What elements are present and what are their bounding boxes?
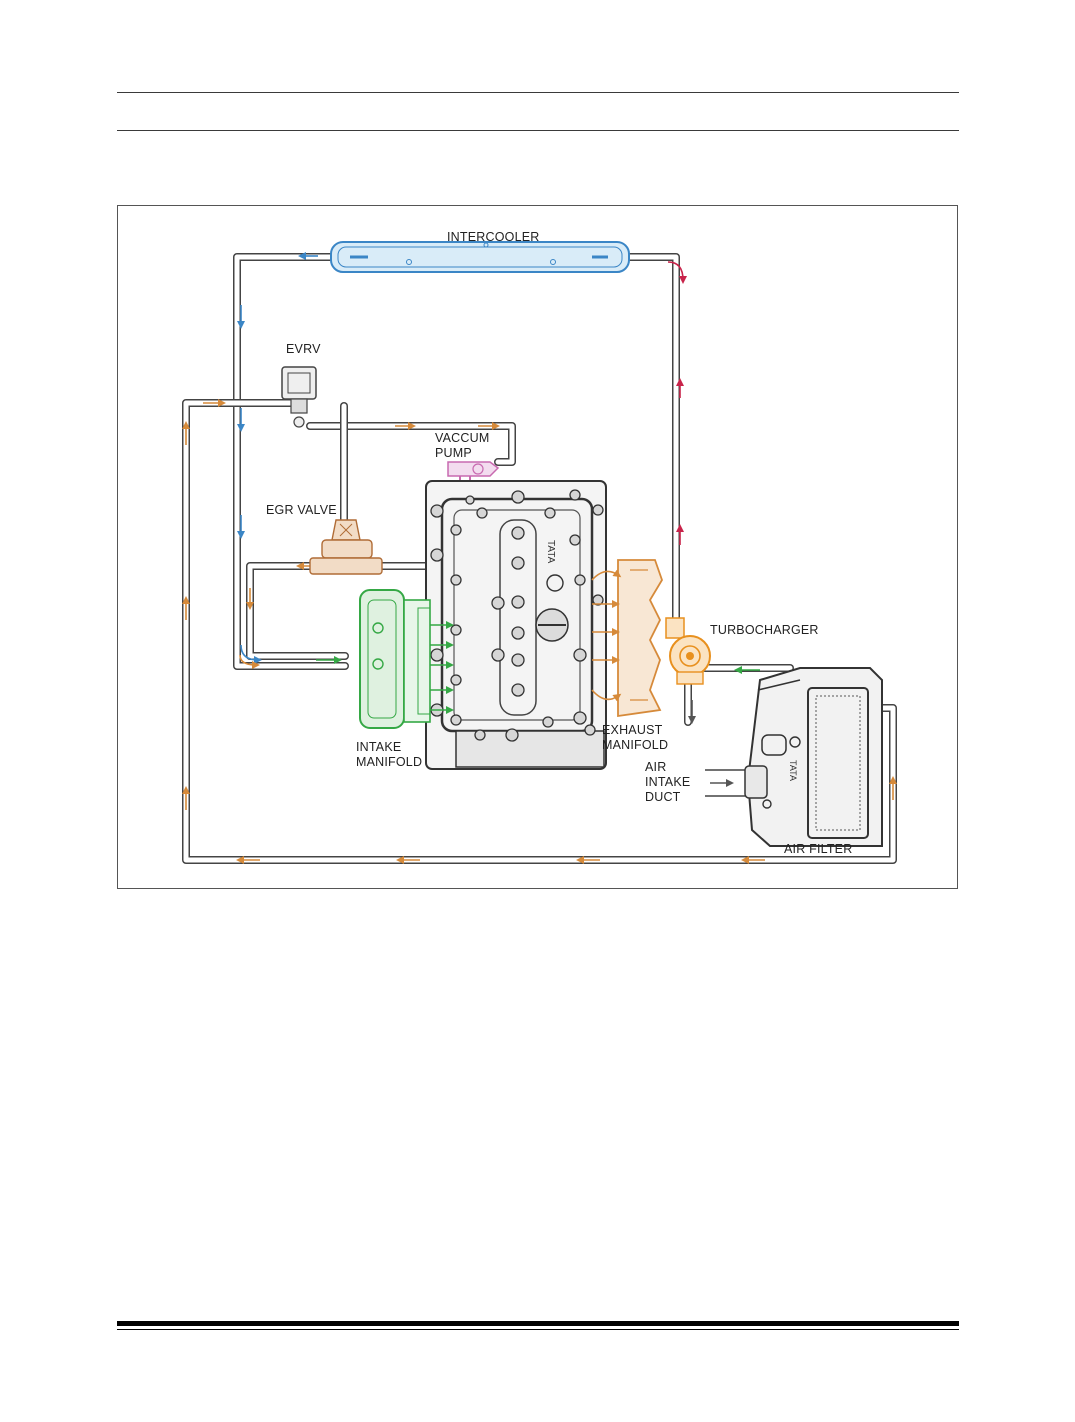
svg-text:TATA: TATA	[545, 540, 556, 564]
diagram-labels: INTERCOOLER EVRV VACCUM PUMP EGR VALVE T…	[266, 230, 852, 856]
footer-rule	[117, 1321, 959, 1326]
label-intake-manifold-2: MANIFOLD	[356, 755, 422, 769]
label-intercooler: INTERCOOLER	[447, 230, 540, 244]
intercooler-icon	[330, 241, 630, 273]
label-air-intake-duct-3: DUCT	[645, 790, 681, 804]
evrv-icon	[281, 366, 317, 428]
vacuum-pump-icon	[447, 461, 500, 484]
label-vaccum-pump-1: VACCUM	[435, 431, 489, 445]
label-evrv: EVRV	[286, 342, 321, 356]
label-air-filter: AIR FILTER	[784, 842, 852, 856]
label-vaccum-pump-2: PUMP	[435, 446, 472, 460]
header-rule	[117, 92, 959, 93]
label-air-intake-duct-1: AIR	[645, 760, 666, 774]
label-exhaust-manifold-1: EXHAUST	[602, 723, 663, 737]
label-egr-valve: EGR VALVE	[266, 503, 337, 517]
egr-valve-icon	[309, 519, 383, 575]
air-filter-icon: TATA	[744, 667, 883, 847]
footer-rule-thin	[117, 1329, 959, 1330]
label-exhaust-manifold-2: MANIFOLD	[602, 738, 668, 752]
figure-frame	[117, 205, 958, 889]
label-intake-manifold-1: INTAKE	[356, 740, 401, 754]
label-air-intake-duct-2: INTAKE	[645, 775, 690, 789]
svg-text:TATA: TATA	[788, 760, 798, 781]
flow-arrows	[182, 252, 897, 864]
turbocharger-icon	[665, 617, 711, 685]
header-rule-lower	[117, 130, 959, 131]
label-turbocharger: TURBOCHARGER	[710, 623, 819, 637]
intake-manifold-icon	[359, 589, 454, 729]
cylinder-head-icon: TATA	[425, 480, 607, 770]
exhaust-manifold-icon	[591, 559, 663, 718]
